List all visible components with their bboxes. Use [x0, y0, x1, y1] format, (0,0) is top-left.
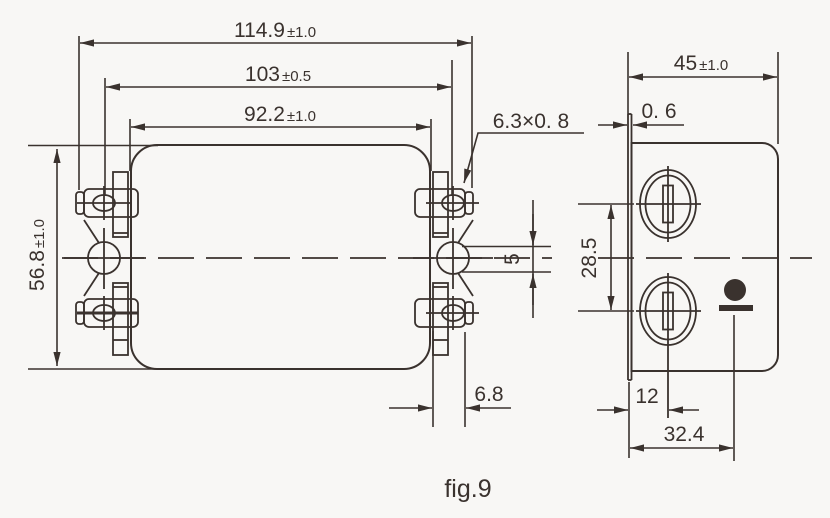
dim-body-width: 92.2±1.0 [129, 103, 432, 171]
screw-head-upper [636, 166, 701, 242]
ground-bar [719, 305, 753, 311]
right-mounting-strip [432, 171, 449, 356]
dim-hole-centers: 103±0.5 [104, 60, 453, 196]
side-view [598, 113, 812, 418]
terminal-upper-left [75, 186, 139, 220]
side-body-outline [630, 142, 779, 372]
right-mounting-hole [413, 228, 493, 289]
dim-label-center-tab: 5 [501, 253, 524, 265]
dim-ground-offset: 32.4 [630, 315, 735, 461]
front-view [62, 144, 552, 370]
dim-label-overall-width: 114.9±1.0 [234, 19, 316, 42]
bracket-bend-edges [83, 219, 474, 297]
screw-head-lower [636, 273, 701, 418]
dim-terminal-size: 6.3×0. 8 [463, 110, 584, 184]
dim-label-overall-height: 56.8±1.0 [26, 219, 49, 291]
dim-terminal-projection: 6.8 [389, 331, 511, 427]
filter-body-outline [130, 144, 431, 370]
dim-flange-thickness: 0. 6 [598, 100, 684, 129]
dim-overall-width: 114.9±1.0 [78, 19, 473, 190]
dim-overall-height: 56.8±1.0 [26, 144, 158, 370]
terminal-upper-right [414, 186, 479, 220]
left-mounting-hole [64, 228, 144, 289]
dim-label-terminal-size: 6.3×0. 8 [493, 110, 569, 133]
dim-label-terminal-projection: 6.8 [474, 383, 503, 406]
ground-dot [724, 279, 746, 301]
dim-depth-overall: 45±1.0 [627, 52, 779, 144]
dim-screw-spacing: 28.5 [578, 203, 634, 312]
left-mounting-strip [112, 171, 129, 356]
terminal-lower-right [414, 296, 479, 330]
dim-label-body-width: 92.2±1.0 [244, 103, 316, 126]
leader-line [463, 132, 584, 184]
ground-terminal-symbol [719, 279, 753, 311]
dim-screw-offset: 12 [597, 382, 699, 458]
dim-label-depth-overall: 45±1.0 [674, 52, 728, 75]
figure-caption: fig.9 [444, 475, 491, 503]
dim-label-screw-offset: 12 [635, 385, 658, 408]
dim-label-screw-spacing: 28.5 [578, 238, 601, 279]
dim-label-hole-centers: 103±0.5 [245, 63, 311, 86]
terminal-lower-left [75, 296, 139, 330]
dim-label-ground-offset: 32.4 [664, 423, 705, 446]
dim-label-flange-thickness: 0. 6 [641, 100, 676, 123]
dim-center-tab: 5 [462, 200, 551, 318]
